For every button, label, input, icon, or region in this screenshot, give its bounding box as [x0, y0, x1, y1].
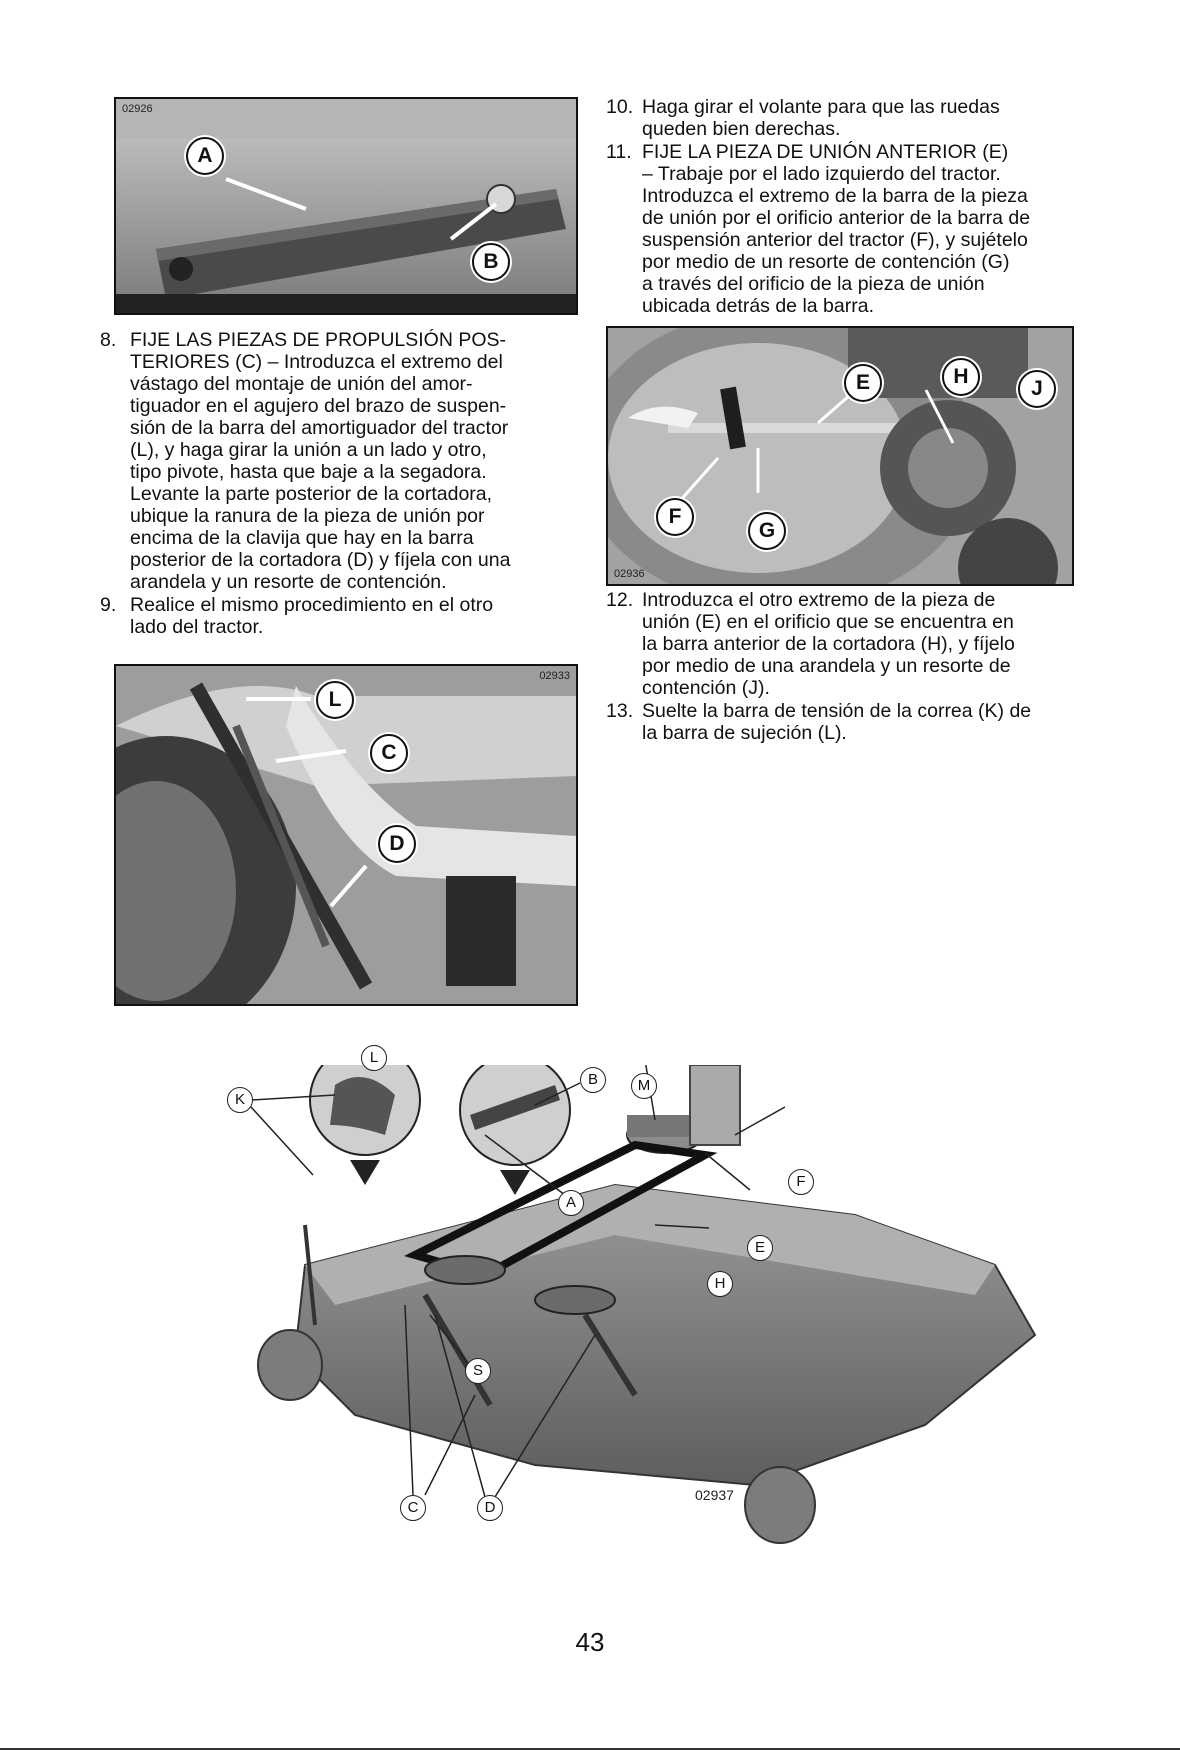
page-number: 43: [575, 1627, 605, 1657]
step-number: 11.: [606, 141, 632, 163]
callout-j: J: [1018, 370, 1056, 408]
step-item: 9. Realice el mismo procedimiento en el …: [100, 594, 580, 638]
callout-l: L: [316, 681, 354, 719]
step-line: por medio de una arandela y un resorte d…: [642, 655, 1011, 677]
right-steps-top: 10. Haga girar el volante para que las r…: [606, 96, 1082, 318]
step-number: 13.: [606, 700, 634, 722]
step-line: encima de la clavija que hay en la barra: [130, 527, 474, 549]
step-line: Realice el mismo procedimiento en el otr…: [130, 594, 494, 616]
step-line: contención (J).: [642, 677, 770, 699]
photo-rear-link-drawing: [116, 666, 576, 1004]
step-line: queden bien derechas.: [642, 118, 841, 140]
step-line: unión (E) en el orificio que se encuentr…: [642, 611, 1014, 633]
callout-d: D: [477, 1495, 503, 1521]
callout-f: F: [656, 498, 694, 536]
step-line: a través del orificio de la pieza de uni…: [642, 273, 985, 295]
callout-d: D: [378, 825, 416, 863]
step-line: por medio de un resorte de contención (G…: [642, 251, 1010, 273]
callout-b: B: [580, 1067, 606, 1093]
step-line: vástago del montaje de unión del amor-: [130, 373, 473, 395]
photo-link-arm-drawing: [116, 99, 576, 313]
callout-a: A: [558, 1190, 584, 1216]
step-line: arandela y un resorte de contención.: [130, 571, 447, 593]
callout-e: E: [747, 1235, 773, 1261]
photo-rear-link: 02933 L C D: [114, 664, 578, 1006]
step-item: 12. Introduzca el otro extremo de la pie…: [606, 589, 1082, 699]
step-line: TERIORES (C) – Introduzca el extremo del: [130, 351, 503, 373]
step-line: la barra anterior de la cortadora (H), y…: [642, 633, 1015, 655]
bottom-rule: [0, 1748, 1180, 1750]
step-line: de unión por el orificio anterior de la …: [642, 207, 1031, 229]
step-item: 13. Suelte la barra de tensión de la cor…: [606, 700, 1082, 744]
mower-deck-drawing: [250, 1044, 1037, 1544]
photo-code: 02933: [539, 670, 570, 682]
photo-link-arm: 02926 A B: [114, 97, 578, 315]
callout-a: A: [186, 137, 224, 175]
step-line: Introduzca el otro extremo de la pieza d…: [642, 589, 996, 611]
step-number: 12.: [606, 589, 634, 611]
step-line: – Trabaje por el lado izquierdo del trac…: [642, 163, 1001, 185]
step-line: Haga girar el volante para que las rueda…: [642, 96, 1000, 118]
step-line: FIJE LA PIEZA DE UNIÓN ANTERIOR (E): [642, 141, 1009, 163]
callout-k: K: [227, 1087, 253, 1113]
diagram-code: 02937: [695, 1487, 734, 1503]
callout-h: H: [707, 1271, 733, 1297]
step-line: ubicada detrás de la barra.: [642, 295, 874, 317]
callout-b: B: [472, 243, 510, 281]
step-item: 10. Haga girar el volante para que las r…: [606, 96, 1082, 140]
step-line: Levante la parte posterior de la cortado…: [130, 483, 493, 505]
step-line: lado del tractor.: [130, 616, 264, 638]
step-line: Introduzca el extremo de la barra de la …: [642, 185, 1028, 207]
photo-front-link-drawing: [608, 328, 1072, 584]
callout-h: H: [942, 358, 980, 396]
step-line: tiguador en el agujero del brazo de susp…: [130, 395, 507, 417]
step-item: 11. FIJE LA PIEZA DE UNIÓN ANTERIOR (E) …: [606, 141, 1082, 317]
right-steps-bottom: 12. Introduzca el otro extremo de la pie…: [606, 589, 1082, 745]
photo-code: 02936: [614, 568, 645, 580]
step-number: 9.: [100, 594, 117, 616]
callout-g: G: [748, 512, 786, 550]
step-item: 8. FIJE LAS PIEZAS DE PROPULSIÓN POS- TE…: [100, 329, 580, 593]
step-line: (L), y haga girar la unión a un lado y o…: [130, 439, 487, 461]
step-number: 8.: [100, 329, 117, 351]
callout-c: C: [400, 1495, 426, 1521]
step-line: sión de la barra del amortiguador del tr…: [130, 417, 509, 439]
left-steps-list: 8. FIJE LAS PIEZAS DE PROPULSIÓN POS- TE…: [100, 329, 580, 639]
step-line: suspensión anterior del tractor (F), y s…: [642, 229, 1028, 251]
step-number: 10.: [606, 96, 634, 118]
step-line: FIJE LAS PIEZAS DE PROPULSIÓN POS-: [130, 329, 507, 351]
step-line: Suelte la barra de tensión de la correa …: [642, 700, 1032, 722]
callout-e: E: [844, 364, 882, 402]
photo-code: 02926: [122, 103, 153, 115]
callout-s: S: [465, 1358, 491, 1384]
step-line: ubique la ranura de la pieza de unión po…: [130, 505, 485, 527]
photo-front-link: 02936 E H J F G: [606, 326, 1074, 586]
callout-l: L: [361, 1045, 387, 1071]
step-line: posterior de la cortadora (D) y fíjela c…: [130, 549, 511, 571]
callout-m: M: [631, 1073, 657, 1099]
callout-c: C: [370, 734, 408, 772]
callout-f: F: [788, 1169, 814, 1195]
step-line: tipo pivote, hasta que baje a la segador…: [130, 461, 487, 483]
mower-deck-diagram: K L B M F A E H S C D 02937: [227, 1044, 1090, 1560]
step-line: la barra de sujeción (L).: [642, 722, 847, 744]
